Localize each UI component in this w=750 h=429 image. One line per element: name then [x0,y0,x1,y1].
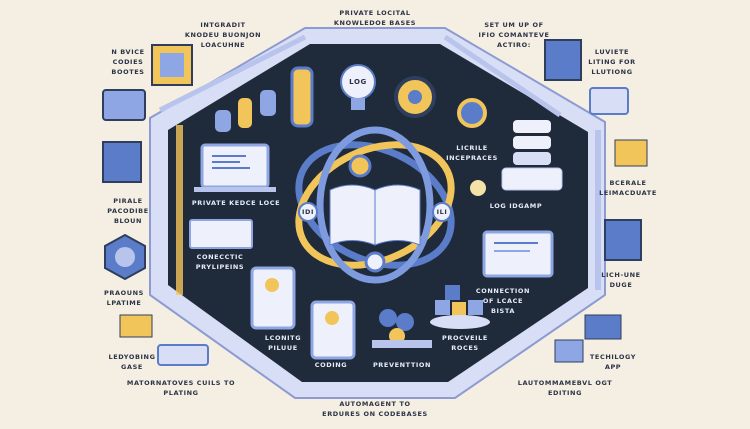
book-right-badge [432,202,452,222]
rail [158,34,307,113]
user-badge-icon [348,154,372,178]
blocks-icon [614,139,648,167]
stack-icon [584,314,622,340]
rail [443,34,562,118]
server-stack-icon [501,120,563,191]
cube-icon-inner [160,53,184,77]
card-reader-icon [589,87,629,115]
hexagon-cluster-icon [430,285,490,329]
book-left-badge [298,202,318,222]
lightbulb-icon [340,64,376,110]
cube-icon [544,39,582,81]
gear-icon [457,98,487,128]
laptop-icon [194,143,276,192]
globe-icon-core [115,247,135,267]
rail [595,130,601,290]
label-laptop: PRIVATE KEDCE LOCE [191,199,281,207]
layers-icon [119,314,153,338]
tablet-badge [265,278,279,292]
device-icon [102,89,146,121]
label-prevention: PREVENTTION [372,361,432,369]
knot-icon [295,126,455,284]
box-icon [102,141,142,183]
tablet-icon [310,300,356,360]
book-left-label: IDI [301,208,315,216]
bulb-label: LOG [349,78,367,86]
tablet-icon [250,266,296,330]
label-coding: CODING [314,361,348,369]
rail [176,125,183,295]
tablet-badge [325,311,339,325]
connector-icon [157,344,209,366]
gears-icon [372,309,432,348]
screen-icon [189,219,253,249]
box-icon [604,219,642,261]
sync-icon-core [408,90,422,104]
database-icon [215,66,314,132]
papers-icon [554,339,584,363]
lightbulb-small-icon [470,180,486,196]
cube-icon [151,44,193,86]
monitor-icon [482,230,554,278]
book-right-label: ILI [436,208,448,216]
book-icon [329,184,421,246]
label-log: LOG IDGAMP [489,202,543,210]
shield-badge-icon [364,251,386,273]
